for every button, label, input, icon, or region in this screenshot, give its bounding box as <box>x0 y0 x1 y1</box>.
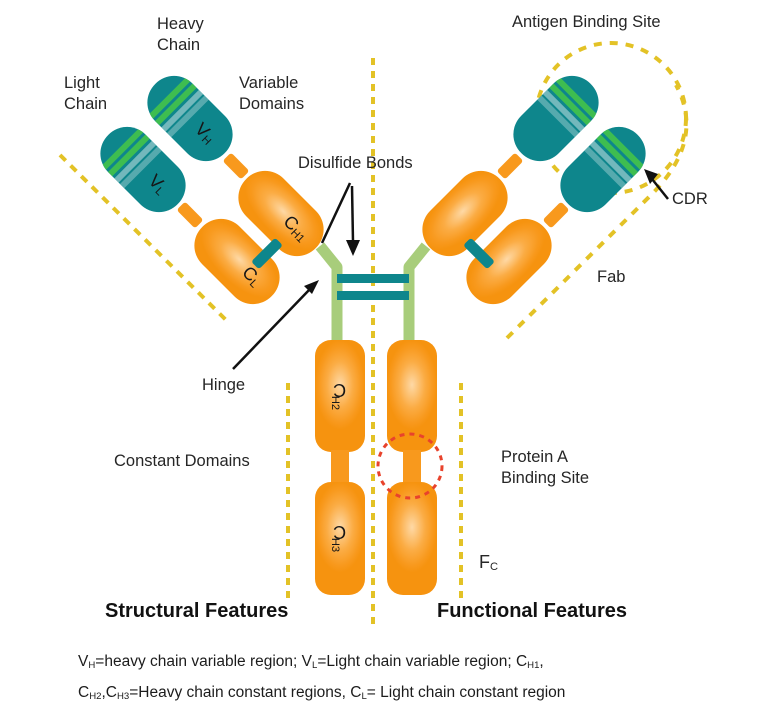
right-hinge-stem <box>403 242 431 352</box>
cdr-label: CDR <box>672 190 708 208</box>
ch3-domain: CH3 <box>315 482 365 595</box>
fab-label: Fab <box>597 268 626 286</box>
light-chain-label: Light Chain <box>64 74 108 113</box>
legend-line-1: VH=heavy chain variable region; VL=Light… <box>78 653 544 672</box>
left-ch2-ch3-neck <box>331 450 349 484</box>
right-ch2-ch3-neck <box>403 450 421 484</box>
disulfide-bonds-label: Disulfide Bonds <box>298 154 413 172</box>
right-ch3-domain <box>387 482 437 595</box>
antigen-binding-site-label: Antigen Binding Site <box>512 13 661 31</box>
cdr-arrow <box>644 169 669 200</box>
legend: VH=heavy chain variable region; VL=Light… <box>78 652 565 714</box>
ch2-domain: CH2 <box>315 340 365 452</box>
left-hinge-stem <box>315 242 343 352</box>
constant-domains-label: Constant Domains <box>114 452 250 470</box>
hinge-disulfide-bond-1 <box>337 274 409 283</box>
light-chain-dashed-guide <box>58 153 230 324</box>
disulfide-bonds-arrows <box>320 182 360 256</box>
heavy-chain-label: Heavy Chain <box>157 15 204 54</box>
legend-line-2: CH2,CH3=Heavy chain constant regions, CL… <box>78 684 566 703</box>
fab-dashed-outline <box>505 84 689 340</box>
functional-features-heading: Functional Features <box>437 600 628 622</box>
hinge-arrow <box>232 280 319 370</box>
fc-label: FC <box>479 552 499 574</box>
hinge-disulfide-bond-2 <box>337 291 409 300</box>
variable-domains-label: Variable Domains <box>239 74 305 113</box>
hinge-label: Hinge <box>202 376 246 394</box>
protein-a-binding-site-dashed-circle <box>376 432 444 500</box>
structural-features-heading: Structural Features <box>105 600 289 622</box>
protein-a-binding-site-label: Protein A Binding Site <box>501 448 590 487</box>
